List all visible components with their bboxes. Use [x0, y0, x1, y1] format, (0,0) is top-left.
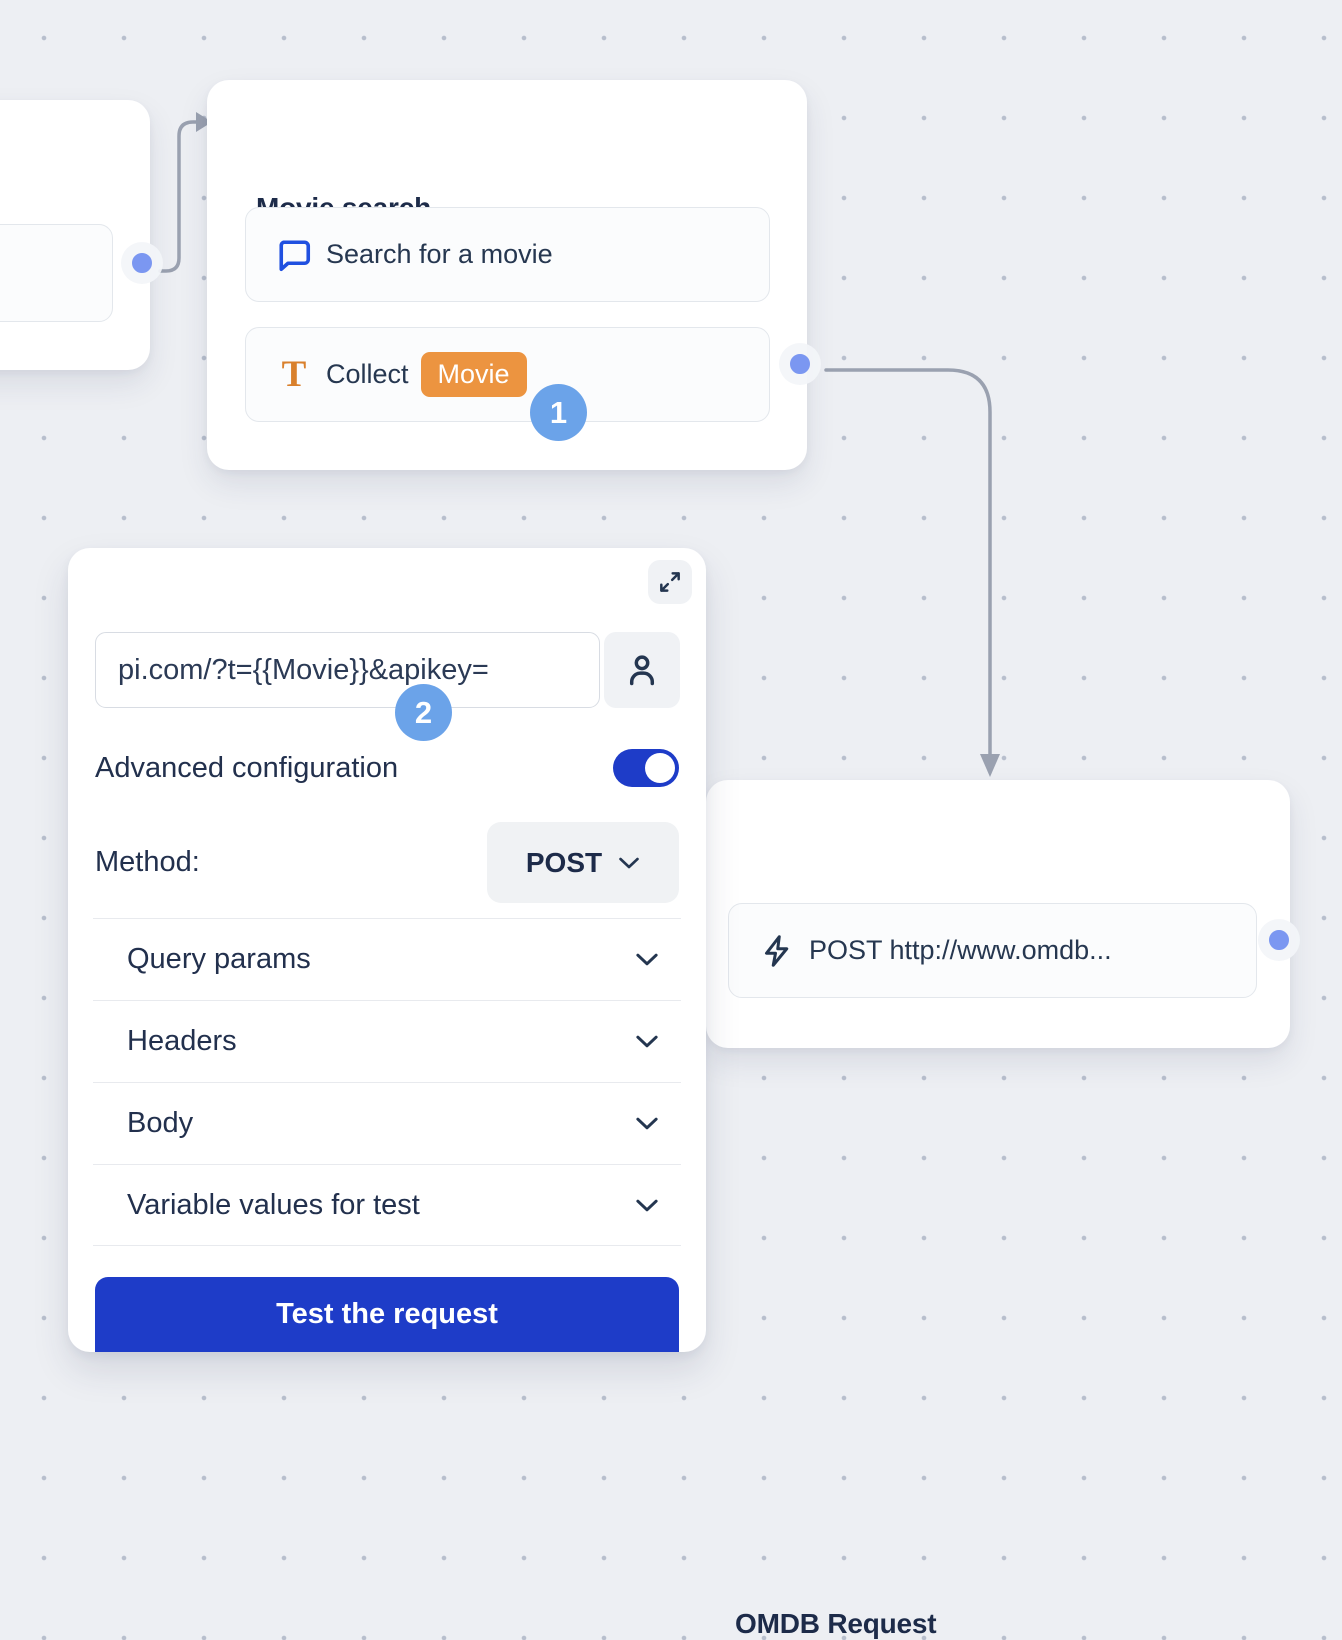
method-select-dropdown[interactable]: POST: [487, 822, 679, 903]
movie-search-node[interactable]: Movie search Search for a movie T Collec…: [207, 80, 807, 470]
text-input-T-icon: T: [281, 354, 307, 395]
collapsible-sections: Query params Headers Body Variable value…: [93, 918, 681, 1246]
user-variable-button[interactable]: [604, 632, 680, 708]
search-item-label: Search for a movie: [326, 239, 553, 269]
webhook-settings-panel: pi.com/?t={{Movie}}&apikey= Advanced con…: [68, 548, 706, 1352]
movie-variable-chip[interactable]: Movie: [420, 352, 527, 397]
toggle-knob: [645, 753, 675, 783]
chevron-down-icon: [636, 1035, 658, 1048]
omdb-node-title: OMDB Request: [735, 1608, 937, 1639]
headers-label: Headers: [127, 1025, 237, 1057]
test-the-request-button[interactable]: Test the request: [95, 1277, 679, 1352]
query-params-label: Query params: [127, 943, 311, 975]
wire-movie-to-omdb: [824, 368, 992, 758]
lightning-bolt-icon: [745, 933, 809, 969]
user-person-icon: [629, 655, 655, 686]
advanced-configuration-row: Advanced configuration: [95, 744, 679, 792]
advanced-configuration-toggle[interactable]: [613, 749, 679, 787]
wire-left-to-movie: [158, 120, 198, 273]
method-label: Method:: [95, 846, 200, 878]
omdb-request-node[interactable]: OMDB Request POST http://www.omdb...: [706, 780, 1290, 1639]
chevron-down-icon: [636, 1117, 658, 1130]
chevron-down-icon: [619, 857, 639, 868]
collect-item-label: Collect: [326, 359, 409, 389]
chevron-down-icon: [636, 953, 658, 966]
arrowhead-into-movie-card: [196, 112, 212, 132]
collect-variable-item[interactable]: T Collect Movie: [245, 327, 770, 422]
output-port-omdb-card[interactable]: [1269, 930, 1289, 950]
section-headers[interactable]: Headers: [93, 1000, 681, 1082]
search-message-item[interactable]: Search for a movie: [245, 207, 770, 302]
partial-node-card[interactable]: [0, 100, 150, 370]
request-url-input[interactable]: pi.com/?t={{Movie}}&apikey=: [95, 632, 600, 708]
output-port-movie-card[interactable]: [790, 354, 810, 374]
request-url-value: pi.com/?t={{Movie}}&apikey=: [118, 653, 489, 686]
advanced-configuration-label: Advanced configuration: [95, 751, 399, 784]
method-selected-value: POST: [525, 846, 603, 878]
section-body[interactable]: Body: [93, 1082, 681, 1164]
omdb-request-item-label: POST http://www.omdb...: [809, 935, 1112, 965]
chat-bubble-icon: [262, 237, 326, 273]
variable-values-label: Variable values for test: [127, 1188, 420, 1221]
arrowhead-into-omdb-card: [980, 754, 1000, 777]
step-2-badge: 2: [395, 684, 452, 741]
omdb-request-item[interactable]: POST http://www.omdb...: [728, 903, 1257, 998]
expand-diagonal-arrows-icon: [660, 572, 680, 592]
expand-panel-button[interactable]: [648, 560, 692, 604]
body-label: Body: [127, 1107, 194, 1139]
section-query-params[interactable]: Query params: [93, 918, 681, 1000]
method-row: Method: POST: [95, 822, 679, 903]
section-variable-values[interactable]: Variable values for test: [93, 1164, 681, 1246]
partial-node-item[interactable]: [0, 224, 113, 322]
chevron-down-icon: [636, 1199, 658, 1211]
output-port-left-card[interactable]: [132, 253, 152, 273]
step-1-badge: 1: [530, 384, 587, 441]
